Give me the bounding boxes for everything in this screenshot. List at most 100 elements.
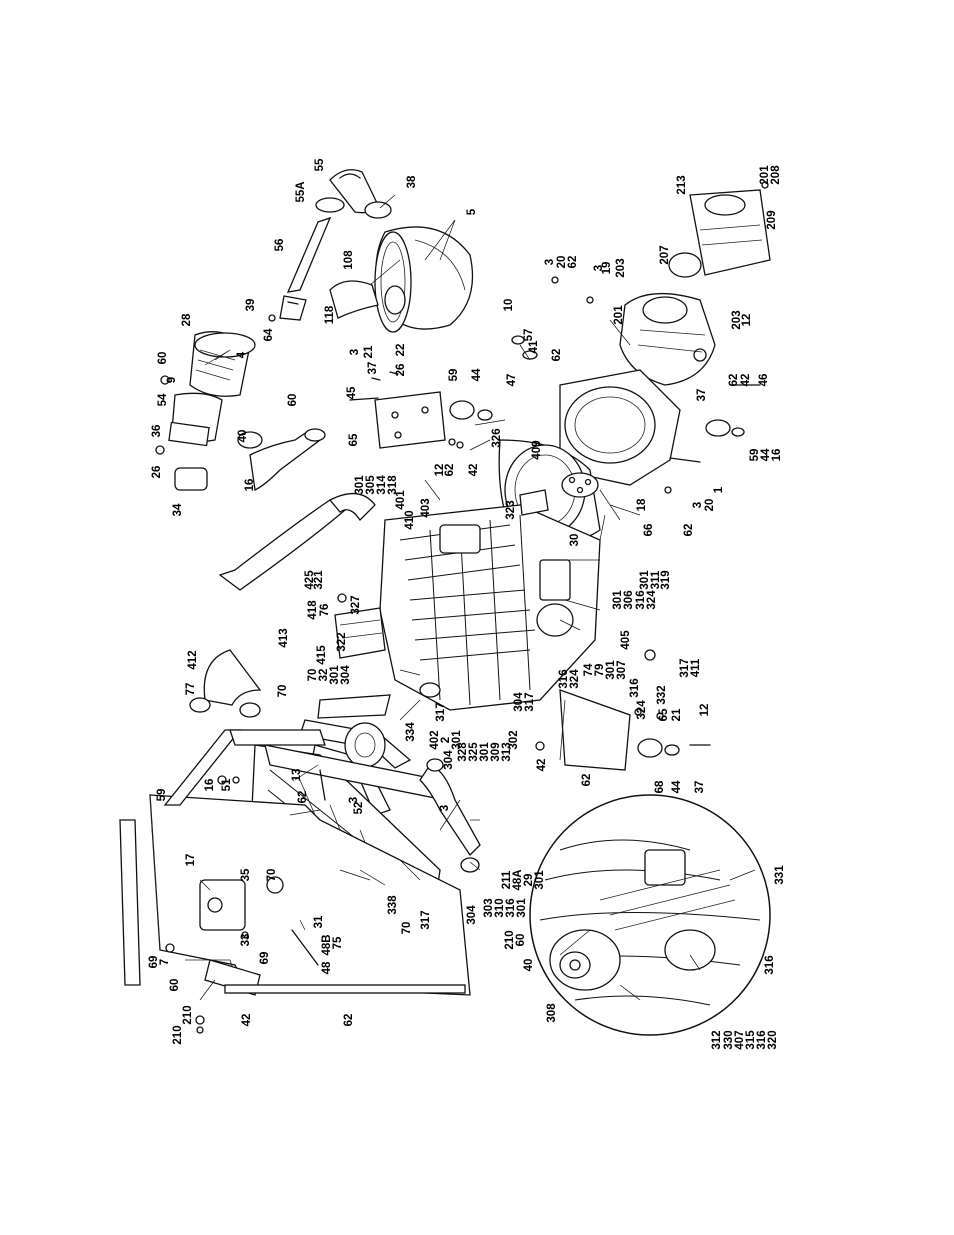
callout-label: 213 xyxy=(676,175,688,194)
callout-label: 79 xyxy=(594,664,606,677)
callout-label: 320 xyxy=(767,1030,779,1049)
callout-label: 303 xyxy=(483,898,495,917)
callout-label: 323 xyxy=(505,500,517,519)
callout-label: 37 xyxy=(696,389,708,402)
callout-label: 307 xyxy=(616,660,628,679)
callout-label: 405 xyxy=(620,630,632,650)
callout-label: 70 xyxy=(266,869,278,882)
callout-label: 12 xyxy=(741,314,753,327)
callout-label: 319 xyxy=(660,570,672,589)
callout-label: 304 xyxy=(466,905,478,925)
callout-label: 12 xyxy=(699,704,711,717)
hose-upper xyxy=(189,649,262,718)
pre-cleaner-assembly xyxy=(168,331,326,491)
callout-label: 208 xyxy=(770,165,782,185)
detail-inset xyxy=(529,794,771,1036)
callout-label: 30 xyxy=(569,534,581,547)
callout-label: 37 xyxy=(367,362,379,375)
callout-label: 44 xyxy=(471,368,483,381)
callout-label: 306 xyxy=(623,590,635,609)
callout-label: 118 xyxy=(324,305,336,324)
callout-label: 64 xyxy=(263,328,275,341)
callout-label: 418 xyxy=(307,600,319,620)
callout-label: 29 xyxy=(523,874,535,887)
callout-label: 52 xyxy=(353,802,365,815)
callout-label: 47 xyxy=(506,374,518,387)
callout-label: 316 xyxy=(756,1030,768,1049)
callout-label: 321 xyxy=(313,570,325,590)
callout-label: 68 xyxy=(654,780,666,793)
callout-label: 48 xyxy=(321,961,333,974)
callout-label: 69 xyxy=(148,956,160,969)
callout-label: 402 xyxy=(429,730,441,749)
callout-label: 301 xyxy=(451,730,463,750)
callout-label: 207 xyxy=(659,245,671,264)
callout-label: 74 xyxy=(583,663,595,676)
callout-label: 407 xyxy=(734,1030,746,1049)
callout-label: 37 xyxy=(694,781,706,794)
hose-lower xyxy=(419,758,481,873)
callout-label: 330 xyxy=(723,1030,735,1049)
callout-label: 59 xyxy=(749,449,761,462)
callout-label: 59 xyxy=(448,369,460,382)
callout-label: 318 xyxy=(387,475,399,495)
callout-label: 316 xyxy=(629,678,641,697)
callout-label: 16 xyxy=(204,779,216,792)
callout-label: 317 xyxy=(524,692,536,711)
callout-label: 41 xyxy=(528,340,540,353)
callout-label: 210 xyxy=(504,930,516,949)
callout-label: 16 xyxy=(244,479,256,492)
callout-label: 18 xyxy=(636,498,648,511)
callout-label: 201 xyxy=(759,165,771,185)
callout-label: 304 xyxy=(340,665,352,685)
callout-label: 9 xyxy=(166,377,178,383)
exhaust-pipe-group xyxy=(279,169,392,321)
callout-label: 26 xyxy=(395,364,407,377)
callout-label: 301 xyxy=(354,475,366,495)
callout-label: 57 xyxy=(523,329,535,342)
callout-label: 20 xyxy=(704,499,716,512)
callout-label: 415 xyxy=(316,645,328,665)
callout-label: 316 xyxy=(558,669,570,688)
callout-label: 69 xyxy=(259,952,271,965)
callout-label: 76 xyxy=(319,604,331,617)
callout-label: 108 xyxy=(343,250,355,270)
callout-label: 322 xyxy=(336,632,348,651)
callout-label: 310 xyxy=(494,898,506,917)
callout-label: 203 xyxy=(731,310,743,329)
callout-label: 59 xyxy=(156,789,168,802)
callout-label: 21 xyxy=(363,345,375,358)
callout-label: 301 xyxy=(605,660,617,680)
callout-label: 304 xyxy=(443,750,455,770)
callout-label: 413 xyxy=(278,628,290,647)
hose-long xyxy=(218,493,376,591)
callout-label: 210 xyxy=(172,1025,184,1044)
callout-label: 35 xyxy=(240,868,252,881)
callout-label: 62 xyxy=(581,774,593,787)
callout-label: 325 xyxy=(468,742,480,762)
callout-label: 3 xyxy=(348,797,360,803)
callout-label: 317 xyxy=(420,910,432,929)
callout-label: 304 xyxy=(513,692,525,712)
flywheel-housing xyxy=(498,369,681,547)
callout-label: 42 xyxy=(740,374,752,387)
callout-label: 411 xyxy=(690,658,702,677)
callout-label: 36 xyxy=(151,425,163,438)
callout-label: 335 xyxy=(0,0,3,10)
callout-label: 327 xyxy=(350,595,362,614)
callout-label: 46 xyxy=(758,374,770,387)
callout-label: 337 xyxy=(0,0,3,10)
callout-label: 62 xyxy=(343,1014,355,1027)
callout-label: 66 xyxy=(643,524,655,537)
callout-label: 409 xyxy=(531,440,543,459)
callout-label: 65 xyxy=(348,433,360,446)
callout-label: 314 xyxy=(376,475,388,495)
callout-label: 324 xyxy=(646,590,658,610)
leader-lines xyxy=(199,194,756,1001)
callout-label: 1 xyxy=(713,486,725,493)
callout-label: 20 xyxy=(556,256,568,269)
callout-label: 425 xyxy=(304,570,316,590)
callout-label: 324 xyxy=(636,700,648,720)
callout-label: 211 xyxy=(501,870,513,889)
